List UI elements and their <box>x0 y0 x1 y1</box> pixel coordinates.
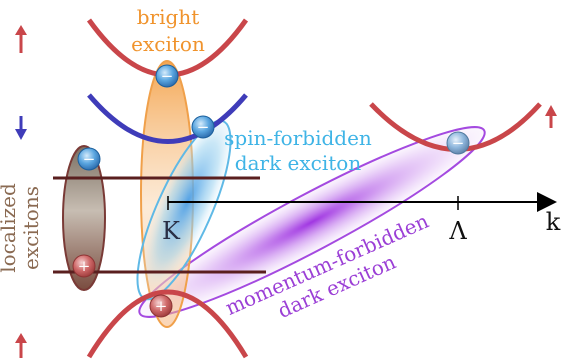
spin-up-arrow-icon <box>15 25 27 53</box>
spin-forbidden-label-line-2: dark exciton <box>235 151 362 175</box>
spin-up-arrow-icon <box>545 105 557 128</box>
electron-symbol: − <box>197 118 210 136</box>
k-axis-label: k <box>546 208 561 236</box>
spin-forbidden-label-line-1: spin-forbidden <box>224 126 372 150</box>
bright-exciton-label-line-2: exciton <box>131 32 205 56</box>
electron-momentum-forbidden: − <box>446 131 470 155</box>
hole-symbol: + <box>78 257 91 275</box>
localized-exciton-ellipse <box>62 145 106 291</box>
k-point-label: K <box>162 217 181 245</box>
spin-down-arrow-icon <box>15 116 27 140</box>
electron-symbol: − <box>83 150 96 168</box>
localized-excitons-label-line-1: localized <box>0 183 20 273</box>
spin-up-arrow-icon <box>15 333 27 358</box>
k-conduction-band-lower <box>87 93 248 144</box>
hole-k-valley: + <box>149 294 173 318</box>
electron-spin-forbidden: − <box>191 115 215 139</box>
momentum-forbidden-exciton-ellipse <box>138 126 486 318</box>
lambda-point-label: Λ <box>448 217 467 245</box>
electron-symbol: − <box>161 67 174 85</box>
electron-symbol: − <box>452 134 465 152</box>
localized-excitons-label-line-2: excitons <box>19 186 43 270</box>
bright-exciton-label-line-1: bright <box>137 5 199 29</box>
hole-symbol: + <box>155 297 168 315</box>
k-valence-band <box>86 289 249 359</box>
electron-localized: − <box>77 147 101 171</box>
hole-localized: + <box>72 254 96 278</box>
electron-bright: − <box>155 64 179 88</box>
